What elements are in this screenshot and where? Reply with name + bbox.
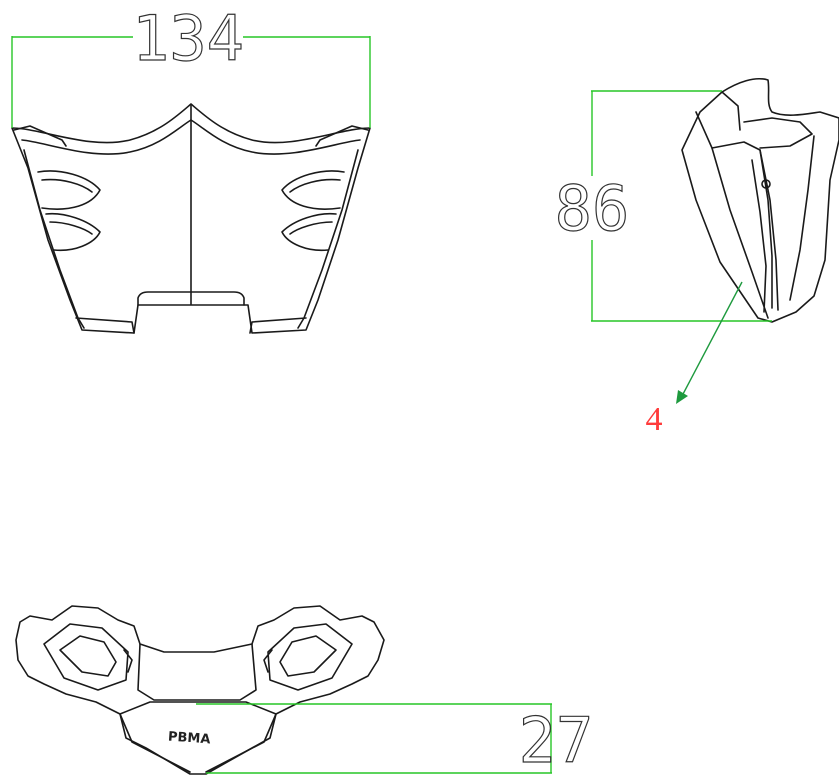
side-view-top-edge — [721, 91, 741, 131]
front-view-left-vent-upper-inner — [41, 178, 93, 193]
side-view-front-face — [695, 111, 769, 319]
bottom-view-left-facet — [119, 713, 191, 773]
bottom-view-right-facet — [205, 713, 277, 773]
width-dimension-label: 134 — [132, 2, 244, 75]
side-view-rib — [759, 149, 773, 309]
front-view-right-vent-upper-inner — [289, 178, 341, 193]
front-view-notch — [137, 291, 245, 306]
side-view-rib-2 — [751, 159, 767, 313]
bottom-view-center-channel — [137, 643, 257, 701]
front-view — [11, 103, 371, 334]
side-view-fastener — [761, 179, 771, 189]
front-view-right-vent-upper — [281, 170, 345, 210]
part-marking: PBMA — [167, 729, 210, 747]
bottom-view-outline — [15, 605, 385, 775]
side-view-inner-face — [711, 141, 779, 311]
callout: 4 — [646, 281, 743, 438]
front-view-left-contour — [23, 149, 85, 329]
callout-arrowhead — [676, 390, 688, 404]
bottom-view-left-clip — [123, 649, 133, 673]
side-view — [681, 77, 839, 323]
height-dimension-label: 86 — [555, 172, 630, 245]
callout-leader-line — [681, 281, 743, 397]
front-view-left-corner — [13, 125, 67, 147]
front-view-right-contour — [297, 149, 359, 329]
bottom-view-front-lip — [119, 701, 277, 715]
depth-dimension: 27 — [196, 703, 594, 778]
bottom-view-left-mount — [43, 623, 129, 691]
front-view-left-vent-lower — [45, 212, 101, 252]
front-view-left-vent-lower-inner — [49, 221, 93, 235]
side-view-back-edge — [789, 135, 815, 301]
front-view-left-vent-upper — [37, 170, 101, 210]
front-view-outline — [11, 103, 371, 334]
height-dimension: 86 — [554, 90, 772, 322]
front-view-right-tab — [249, 317, 307, 334]
front-view-right-corner — [315, 125, 369, 147]
front-view-right-vent-lower-inner — [289, 221, 333, 235]
side-view-outline — [681, 77, 839, 323]
bottom-view-right-mount-inner — [279, 635, 337, 677]
width-dimension: 134 — [11, 1, 371, 128]
front-view-left-tab — [75, 317, 135, 334]
bottom-view: PBMA — [15, 605, 385, 775]
side-view-upper-bracket — [743, 117, 813, 149]
front-view-right-vent-lower — [281, 212, 337, 252]
bottom-view-right-clip — [263, 649, 273, 673]
bottom-view-left-mount-inner — [59, 635, 117, 677]
depth-dimension-label: 27 — [519, 704, 594, 777]
bottom-view-right-mount — [267, 623, 353, 691]
callout-label: 4 — [646, 401, 663, 438]
